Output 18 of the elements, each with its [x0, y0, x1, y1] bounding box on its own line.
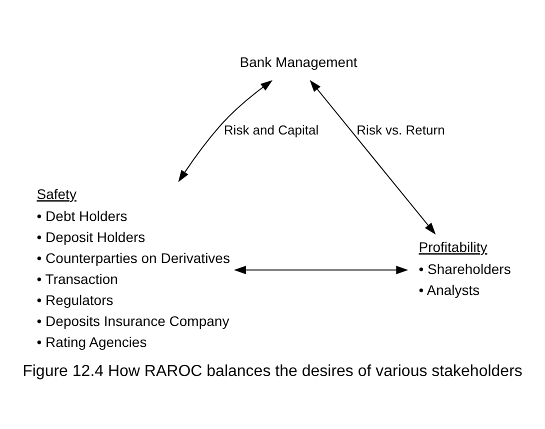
node-label: • Analysts [418, 282, 480, 298]
node-label: • Deposit Holders [36, 228, 146, 245]
node-label: • Shareholders [418, 260, 511, 277]
node-label: • Counterparties on Derivatives [36, 250, 230, 266]
node-label: • Deposits Insurance Company [36, 312, 230, 329]
node-label: • Rating Agencies [36, 334, 147, 350]
node-text: Profitability [418, 238, 488, 255]
edge-label: Risk vs. Return [356, 122, 445, 137]
node-label: • Regulators [36, 292, 114, 308]
arrow [234, 265, 408, 274]
node-text: Bank Management [240, 54, 358, 70]
node-label: • Debt Holders [36, 208, 128, 224]
edge-label: Risk and Capital [224, 122, 319, 137]
caption: Figure 12.4 How RAROC balances the desires of various stakeholders [22, 362, 522, 380]
arrow [178, 80, 273, 182]
node-label: • Transaction [36, 270, 118, 287]
arrow [310, 79, 436, 234]
node-text: Safety [36, 186, 76, 202]
